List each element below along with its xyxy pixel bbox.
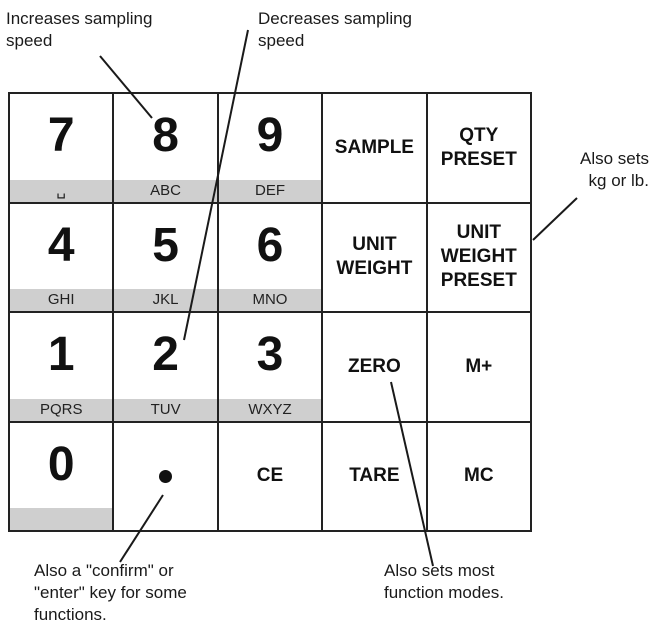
ce-key-label: CE bbox=[256, 465, 284, 487]
unit-weight-preset-key-label: UNIT WEIGHT PRESET bbox=[440, 222, 517, 292]
zero-key[interactable]: ZERO bbox=[323, 313, 426, 421]
qty-preset-key-label: QTY PRESET bbox=[440, 124, 517, 170]
key-2-digit: 2 bbox=[152, 328, 179, 381]
sample-key[interactable]: SAMPLE bbox=[323, 94, 426, 202]
key-3[interactable]: 3 WXYZ bbox=[218, 313, 322, 421]
qty-preset-key[interactable]: QTY PRESET bbox=[427, 94, 530, 202]
m-plus-key[interactable]: M+ bbox=[427, 313, 530, 421]
key-6[interactable]: 6 MNO bbox=[218, 203, 322, 311]
key-6-digit: 6 bbox=[256, 218, 284, 272]
key-5[interactable]: 5 JKL bbox=[114, 203, 217, 311]
annotation-increases-sampling-speed: Increases sampling speed bbox=[6, 9, 153, 50]
key-8[interactable]: 8 ABC bbox=[114, 94, 217, 202]
key-5-letters: JKL bbox=[114, 289, 217, 311]
key-9-letters: DEF bbox=[218, 179, 322, 202]
decimal-point-key[interactable] bbox=[114, 422, 217, 530]
key-0-digit: 0 bbox=[47, 437, 75, 491]
annotation-sets-kg-or-lb: Also sets kg or lb. bbox=[580, 149, 649, 190]
key-4-letters: GHI bbox=[10, 289, 113, 311]
key-1-letters: PQRS bbox=[10, 398, 113, 421]
key-6-letters: MNO bbox=[218, 289, 322, 311]
key-8-digit: 8 bbox=[152, 109, 179, 162]
ce-key[interactable]: CE bbox=[218, 422, 322, 530]
keypad: 7 ␣ 8 ABC 9 DEF SAMPLE QTY PRESET 4 GHI … bbox=[8, 92, 532, 532]
mc-key[interactable]: MC bbox=[427, 422, 530, 530]
key-4[interactable]: 4 GHI bbox=[10, 203, 113, 311]
zero-key-label: ZERO bbox=[348, 355, 401, 377]
key-5-digit: 5 bbox=[152, 218, 179, 272]
annotation-decreases-sampling-speed: Decreases sampling speed bbox=[258, 9, 413, 50]
key-0-letter-band bbox=[10, 508, 113, 530]
unit-weight-preset-key[interactable]: UNIT WEIGHT PRESET bbox=[427, 203, 530, 311]
key-0[interactable]: 0 bbox=[10, 422, 113, 530]
key-3-digit: 3 bbox=[256, 328, 284, 381]
key-8-letters: ABC bbox=[114, 179, 217, 202]
key-4-digit: 4 bbox=[47, 218, 75, 272]
key-1[interactable]: 1 PQRS bbox=[10, 313, 113, 421]
decimal-point-icon bbox=[159, 469, 173, 483]
annotation-confirm-enter-key: Also a "confirm" or "enter" key for some… bbox=[34, 561, 187, 624]
key-3-letters: WXYZ bbox=[218, 398, 322, 421]
annotation-sets-function-modes: Also sets most function modes. bbox=[384, 561, 505, 602]
tare-key[interactable]: TARE bbox=[323, 422, 426, 530]
mc-key-label: MC bbox=[464, 465, 494, 487]
unit-weight-key[interactable]: UNIT WEIGHT bbox=[323, 203, 426, 311]
unit-weight-key-label: UNIT WEIGHT bbox=[336, 234, 413, 280]
key-1-digit: 1 bbox=[47, 328, 75, 381]
key-7-space-symbol: ␣ bbox=[10, 179, 113, 202]
key-9[interactable]: 9 DEF bbox=[218, 94, 322, 202]
key-7[interactable]: 7 ␣ bbox=[10, 94, 113, 202]
leader-line-kg-lb bbox=[532, 197, 578, 241]
key-9-digit: 9 bbox=[256, 109, 284, 162]
key-2[interactable]: 2 TUV bbox=[114, 313, 217, 421]
sample-key-label: SAMPLE bbox=[334, 136, 414, 158]
key-2-letters: TUV bbox=[114, 398, 217, 421]
tare-key-label: TARE bbox=[349, 465, 400, 487]
m-plus-key-label: M+ bbox=[465, 355, 493, 377]
key-7-digit: 7 bbox=[47, 109, 75, 162]
